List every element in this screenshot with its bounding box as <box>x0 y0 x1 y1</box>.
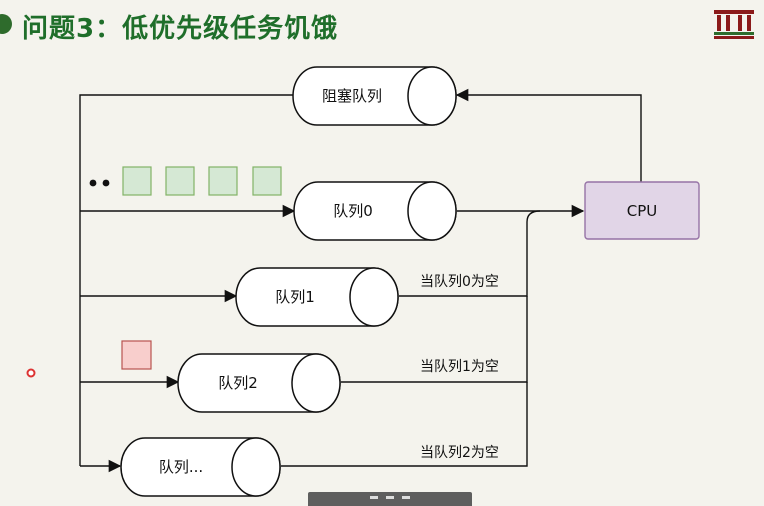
toolbar-prev-icon[interactable] <box>370 496 378 499</box>
left-spine-line <box>79 94 296 466</box>
queue-label: 队列2 <box>218 374 258 392</box>
queuen-to-bus-line <box>281 382 528 467</box>
queue-label: 队列1 <box>275 288 315 306</box>
bus-merge-line <box>526 210 541 223</box>
queue-label: 阻塞队列 <box>322 87 382 105</box>
queue-2: 队列2 <box>177 353 341 413</box>
queue-0: 队列0 <box>293 181 457 241</box>
task-block <box>122 166 152 196</box>
presentation-toolbar[interactable] <box>308 492 472 506</box>
queue-label: 队列... <box>159 458 203 476</box>
university-logo-icon <box>714 10 754 39</box>
queue-n: 队列... <box>120 437 281 497</box>
waiting-tasks <box>122 166 282 196</box>
task-block <box>165 166 195 196</box>
condition-label: 当队列1为空 <box>420 359 499 375</box>
pointer-icon <box>26 368 36 378</box>
toolbar-menu-icon[interactable] <box>386 496 394 499</box>
cpu-box: CPU <box>584 181 700 240</box>
title-bar: 问题3：低优先级任务饥饿 <box>0 0 764 52</box>
cpu-to-blocked-arrow <box>455 88 642 182</box>
queue-blocked: 阻塞队列 <box>292 66 457 126</box>
cpu-label: CPU <box>627 202 658 220</box>
condition-label: 当队列2为空 <box>420 445 499 461</box>
queue-1: 队列1 <box>235 267 399 327</box>
title-bullet-icon <box>0 14 12 34</box>
toolbar-next-icon[interactable] <box>402 496 410 499</box>
starved-task-block <box>121 340 152 370</box>
connectors <box>79 88 642 473</box>
task-block <box>252 166 282 196</box>
page-title: 问题3：低优先级任务饥饿 <box>22 14 339 44</box>
ellipsis-dot <box>102 179 110 187</box>
ellipsis-dot <box>89 179 97 187</box>
task-block <box>208 166 238 196</box>
queue-label: 队列0 <box>333 202 373 220</box>
condition-label: 当队列0为空 <box>420 274 499 290</box>
